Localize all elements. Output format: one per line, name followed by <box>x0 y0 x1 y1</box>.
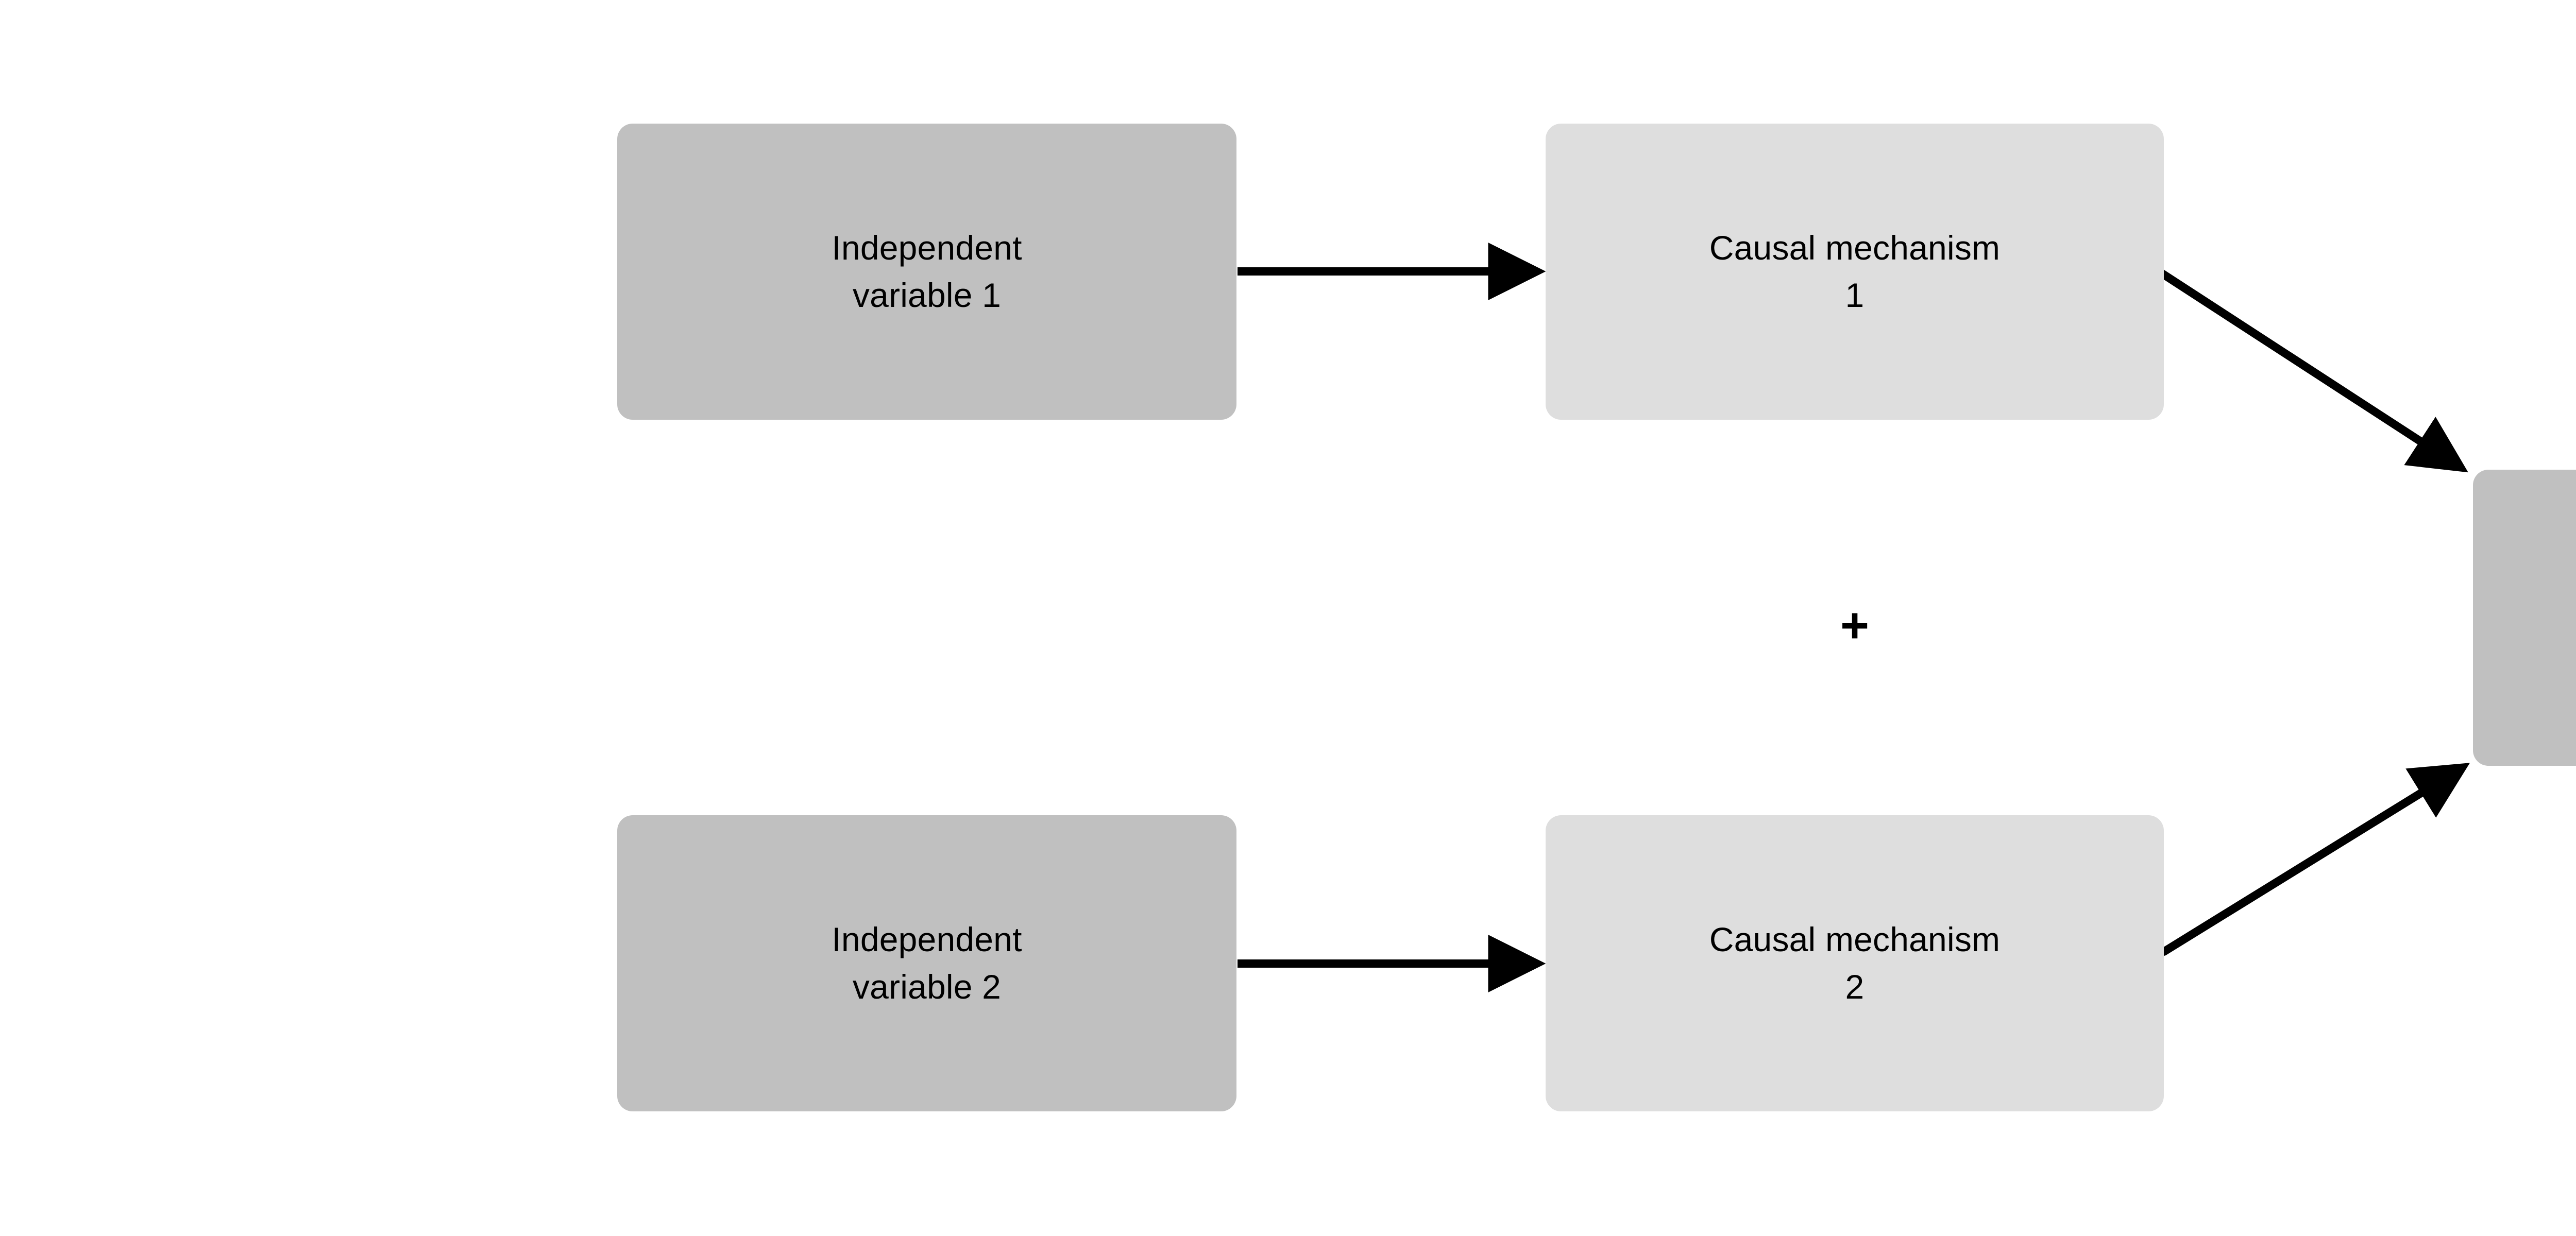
node-dependent-variable[interactable]: Dependent variable <box>2473 470 2576 766</box>
plus-operator-symbol: + <box>1840 598 1870 653</box>
node-causal-mechanism-2[interactable]: Causal mechanism 2 <box>1546 815 2164 1111</box>
edge-cm2-to-dv <box>2160 763 2470 956</box>
node-label: Independent variable 1 <box>832 229 1022 314</box>
node-label: Causal mechanism 2 <box>1709 920 2001 1006</box>
node-independent-variable-1[interactable]: Independent variable 1 <box>617 124 1236 420</box>
node-independent-variable-2[interactable]: Independent variable 2 <box>617 815 1236 1111</box>
node-label: Dependent variable <box>2473 571 2576 664</box>
edge-cm1-to-dv <box>2157 269 2468 473</box>
node-causal-mechanism-1[interactable]: Causal mechanism 1 <box>1546 124 2164 420</box>
node-label: Independent variable 2 <box>832 920 1022 1006</box>
node-label: Causal mechanism 1 <box>1709 229 2001 314</box>
